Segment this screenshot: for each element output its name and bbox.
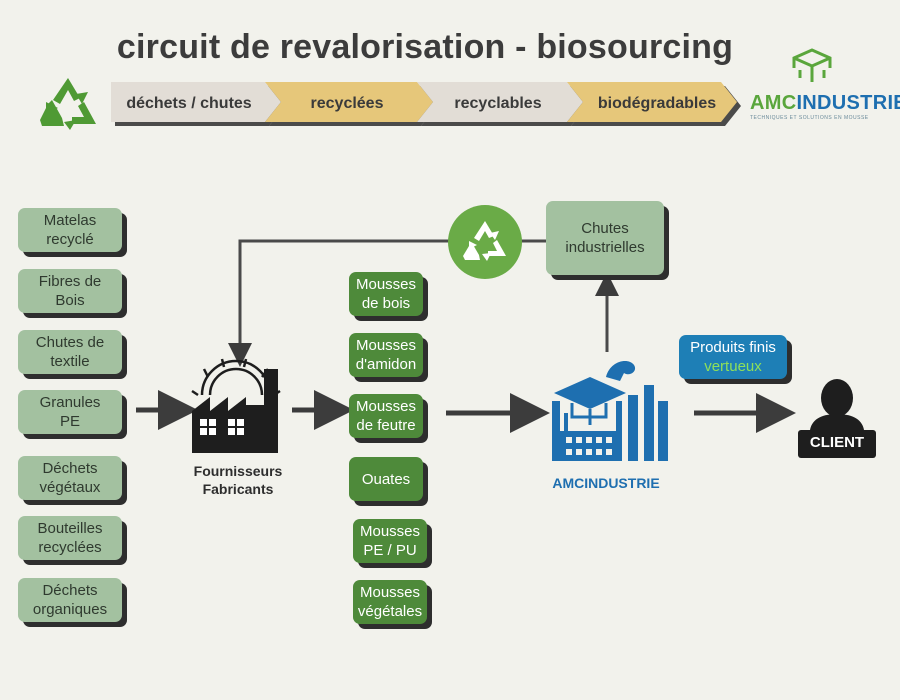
flow-step-1-shape [111,82,281,122]
flow-ribbon: déchets / chutes recyclées recyclables b… [111,82,741,126]
client-label: CLIENT [809,434,865,451]
flow-step-3: recyclables [454,95,541,112]
loop-arrow [228,239,546,367]
flow-step-2: recyclées [311,95,384,112]
factory-gear-icon [191,358,281,453]
produits-finis-box: Produits finis vertueux [679,335,787,379]
amc-factory-label: AMCINDUSTRIE [552,475,660,491]
amc-factory-icon [552,361,668,461]
flow-step-2-shape [265,82,433,122]
recycle-circle [448,205,522,279]
amc-logo-tagline: TECHNIQUES ET SOLUTIONS EN MOUSSE [750,115,869,121]
flow-step-1: déchets / chutes [126,95,251,112]
client-person-icon [798,379,876,458]
flow-step-4: biodégradables [598,95,716,112]
foam-box-ouates: Ouates [349,457,423,501]
amc-logo-mark [792,48,832,82]
amc-logo-text: AMCINDUSTRIE [750,92,900,114]
page-title: circuit de revalorisation - biosourcing [116,28,734,66]
recycle-icon [40,78,96,130]
flow-step-3-shape [417,82,583,122]
flow-step-4-shape [567,82,737,122]
recycle-icon-white [463,221,506,261]
